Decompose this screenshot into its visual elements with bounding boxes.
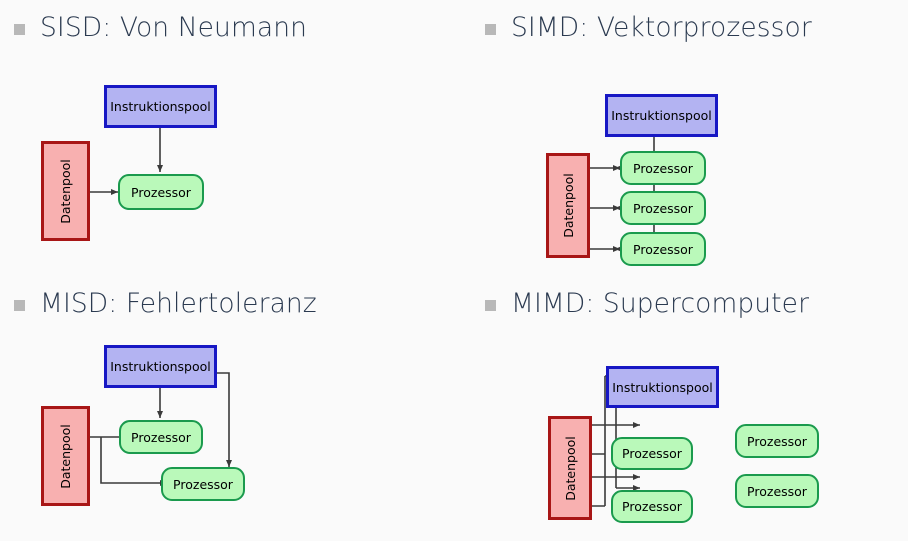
quadrant-misd: MISD: Fehlertoleranz Instrukti [0,271,454,541]
node-processor-2: Prozessor [620,191,706,225]
node-processor-1: Prozessor [119,420,203,454]
heading-misd-label: MISD: Fehlertoleranz [40,288,317,319]
heading-simd-label: SIMD: Vektorprozessor [511,12,812,43]
heading-sisd-label: SISD: Von Neumann [40,12,307,43]
diagram-mimd: Instruktionspool Datenpool Prozessor Pro… [454,271,908,541]
heading-mimd: MIMD: Supercomputer [485,288,810,319]
node-data-pool-label: Datenpool [560,173,576,238]
bullet-square-icon [14,299,25,311]
node-processor-right-1-label: Prozessor [747,433,807,449]
node-processor-inner-2-label: Prozessor [622,499,682,514]
node-instruction-pool-label: Instruktionspool [110,359,211,374]
bullet-square-icon [485,299,496,311]
node-instruction-pool-label: Instruktionspool [611,108,712,123]
node-instruction-pool-label: Instruktionspool [110,99,211,114]
node-data-pool-label: Datenpool [58,158,74,224]
node-data-pool: Datenpool [548,416,592,520]
heading-mimd-label: MIMD: Supercomputer [511,288,810,319]
node-processor-inner-2: Prozessor [611,490,693,523]
node-processor-1-label: Prozessor [131,184,191,200]
quadrant-sisd: SISD: Von Neumann Instruktionspool Daten… [0,0,454,270]
node-processor-right-1: Prozessor [735,424,819,458]
heading-sisd: SISD: Von Neumann [14,12,307,43]
node-processor-1-label: Prozessor [131,429,191,445]
diagram-sisd: Instruktionspool Datenpool Prozessor [0,0,454,270]
node-instruction-pool: Instruktionspool [104,345,217,388]
node-instruction-pool: Instruktionspool [605,94,718,137]
diagram-simd: Instruktionspool Datenpool Prozessor Pro… [454,0,908,270]
node-instruction-pool: Instruktionspool [606,366,719,408]
node-processor-1-label: Prozessor [633,160,693,176]
heading-misd: MISD: Fehlertoleranz [14,288,317,319]
diagram-sisd-connectors [90,128,163,195]
diagram-misd: Instruktionspool Datenpool Prozessor Pro… [0,271,454,541]
node-processor-inner-1: Prozessor [611,437,693,470]
node-processor-3: Prozessor [620,232,706,266]
arrow-data-to-processor-2 [100,437,167,486]
arrow-instruction-to-processor-2 [217,372,232,467]
node-data-pool-label: Datenpool [58,423,74,489]
node-processor-inner-1-label: Prozessor [622,446,682,461]
bullet-square-icon [485,23,496,35]
bullet-square-icon [14,23,25,35]
node-processor-3-label: Prozessor [633,241,693,257]
node-data-pool-label: Datenpool [562,435,578,501]
node-data-pool: Datenpool [41,141,90,241]
node-processor-2: Prozessor [161,467,245,501]
quadrant-simd: SIMD: Vektorprozessor [454,0,908,270]
node-data-pool: Datenpool [546,153,590,258]
node-data-pool: Datenpool [41,406,90,506]
quadrant-mimd: MIMD: Supercomputer [454,271,908,541]
node-processor-2-label: Prozessor [173,476,233,492]
node-processor-right-2: Prozessor [735,474,819,508]
node-instruction-pool: Instruktionspool [104,85,217,128]
node-instruction-pool-label: Instruktionspool [612,379,713,395]
node-processor-2-label: Prozessor [633,200,693,216]
node-processor-1: Prozessor [118,174,204,210]
node-processor-1: Prozessor [620,151,706,185]
heading-simd: SIMD: Vektorprozessor [485,12,812,43]
node-processor-right-2-label: Prozessor [747,483,807,499]
